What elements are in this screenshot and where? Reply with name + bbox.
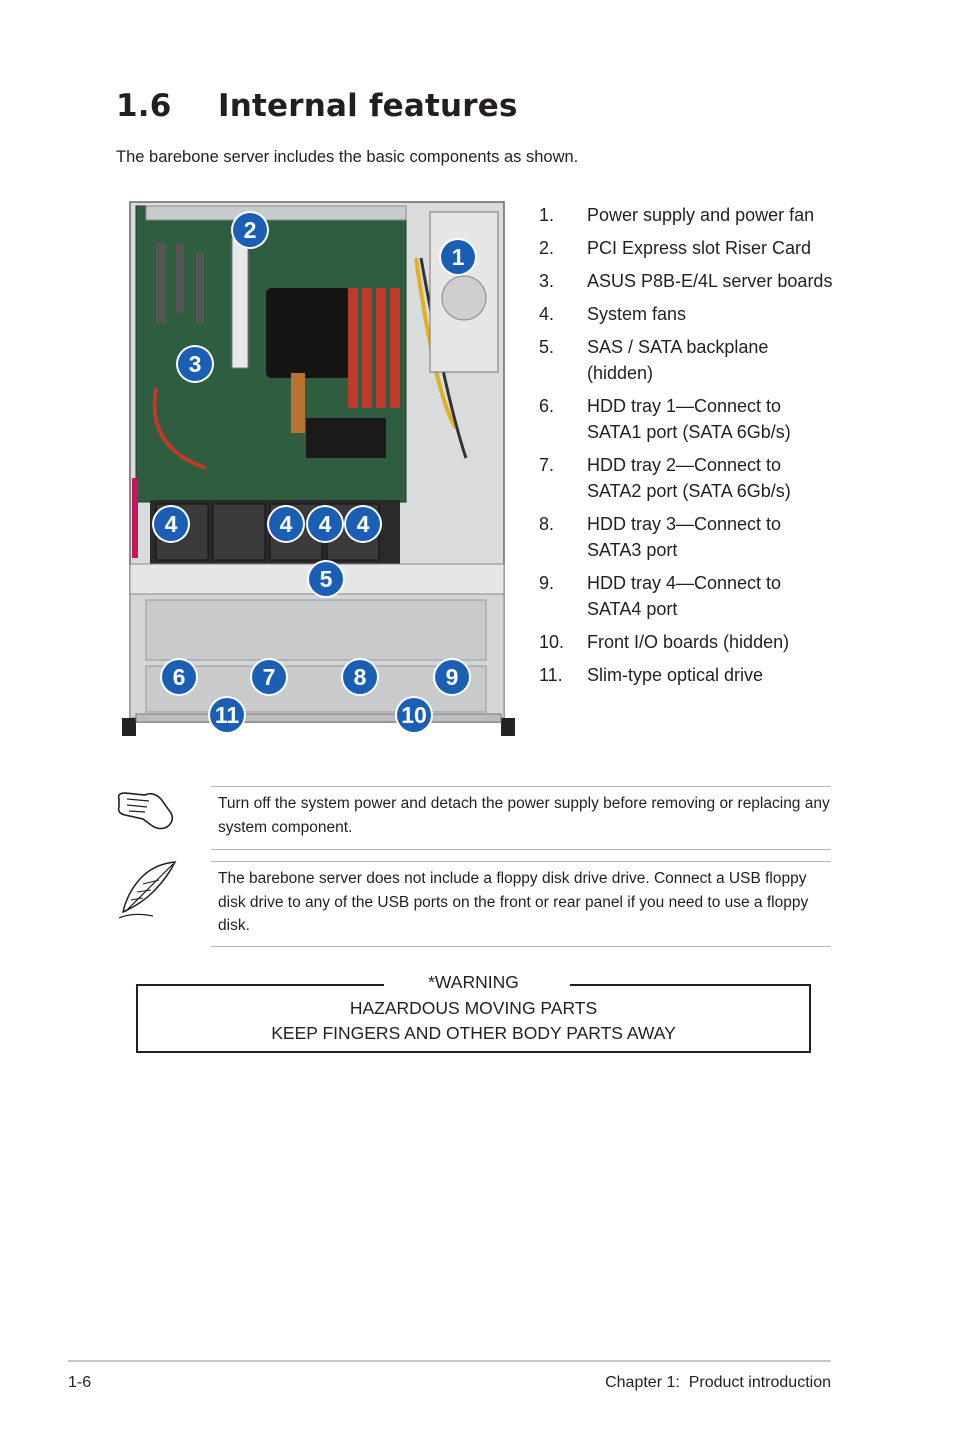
legend-item: 7.HDD tray 2—Connect to SATA2 port (SATA… <box>539 452 839 504</box>
legend-item: 6.HDD tray 1—Connect to SATA1 port (SATA… <box>539 393 839 445</box>
hazard-line: HAZARDOUS MOVING PARTS <box>136 998 811 1019</box>
chapter-title: Chapter 1: Product introduction <box>605 1374 831 1392</box>
intro-text: The barebone server includes the basic c… <box>116 148 578 167</box>
legend-item: 11.Slim-type optical drive <box>539 662 839 688</box>
legend-number: 6. <box>539 393 587 445</box>
callout-8: 8 <box>343 660 377 694</box>
quill-icon <box>113 860 179 922</box>
note-divider <box>211 861 831 862</box>
legend-item: 1.Power supply and power fan <box>539 202 839 228</box>
component-legend: 1.Power supply and power fan 2.PCI Expre… <box>539 202 839 695</box>
legend-text: ASUS P8B-E/4L server boards <box>587 268 839 294</box>
server-chassis-illustration <box>116 198 521 740</box>
callout-4b: 4 <box>269 507 303 541</box>
legend-number: 5. <box>539 334 587 386</box>
legend-text: Power supply and power fan <box>587 202 839 228</box>
warning-note-text: Turn off the system power and detach the… <box>218 792 833 839</box>
callout-10: 10 <box>397 698 431 732</box>
legend-item: 4.System fans <box>539 301 839 327</box>
legend-text: HDD tray 3—Connect to SATA3 port <box>587 511 839 563</box>
callout-9: 9 <box>435 660 469 694</box>
legend-item: 8.HDD tray 3—Connect to SATA3 port <box>539 511 839 563</box>
server-internal-figure: 1 2 3 4 4 4 4 5 6 7 8 9 11 10 <box>116 198 521 740</box>
section-title: Internal features <box>218 88 518 124</box>
legend-text: Slim-type optical drive <box>587 662 839 688</box>
legend-number: 9. <box>539 570 587 622</box>
legend-text: HDD tray 4—Connect to SATA4 port <box>587 570 839 622</box>
legend-number: 1. <box>539 202 587 228</box>
legend-text: System fans <box>587 301 839 327</box>
note-divider <box>211 849 831 850</box>
note-divider <box>211 786 831 787</box>
hazard-line: KEEP FINGERS AND OTHER BODY PARTS AWAY <box>136 1023 811 1044</box>
legend-text: Front I/O boards (hidden) <box>587 629 839 655</box>
callout-4c: 4 <box>308 507 342 541</box>
legend-number: 7. <box>539 452 587 504</box>
callout-1: 1 <box>441 240 475 274</box>
callout-4a: 4 <box>154 507 188 541</box>
hazard-heading: *WARNING <box>136 972 811 993</box>
legend-item: 5.SAS / SATA backplane (hidden) <box>539 334 839 386</box>
callout-6: 6 <box>162 660 196 694</box>
legend-item: 3.ASUS P8B-E/4L server boards <box>539 268 839 294</box>
legend-text: HDD tray 2—Connect to SATA2 port (SATA 6… <box>587 452 839 504</box>
legend-number: 11. <box>539 662 587 688</box>
legend-item: 10.Front I/O boards (hidden) <box>539 629 839 655</box>
hand-icon <box>115 785 177 831</box>
legend-number: 8. <box>539 511 587 563</box>
callout-2: 2 <box>233 213 267 247</box>
note-divider <box>211 946 831 947</box>
legend-item: 2.PCI Express slot Riser Card <box>539 235 839 261</box>
legend-text: PCI Express slot Riser Card <box>587 235 839 261</box>
floppy-note-text: The barebone server does not include a f… <box>218 867 833 938</box>
callout-7: 7 <box>252 660 286 694</box>
legend-item: 9.HDD tray 4—Connect to SATA4 port <box>539 570 839 622</box>
legend-text: SAS / SATA backplane (hidden) <box>587 334 839 386</box>
section-number: 1.6 <box>116 88 218 124</box>
callout-3: 3 <box>178 347 212 381</box>
page-number: 1-6 <box>68 1374 91 1392</box>
callout-11: 11 <box>210 698 244 732</box>
legend-number: 2. <box>539 235 587 261</box>
callout-4d: 4 <box>346 507 380 541</box>
callout-5: 5 <box>309 562 343 596</box>
legend-number: 3. <box>539 268 587 294</box>
legend-number: 4. <box>539 301 587 327</box>
legend-text: HDD tray 1—Connect to SATA1 port (SATA 6… <box>587 393 839 445</box>
footer-rule <box>68 1360 831 1362</box>
legend-number: 10. <box>539 629 587 655</box>
